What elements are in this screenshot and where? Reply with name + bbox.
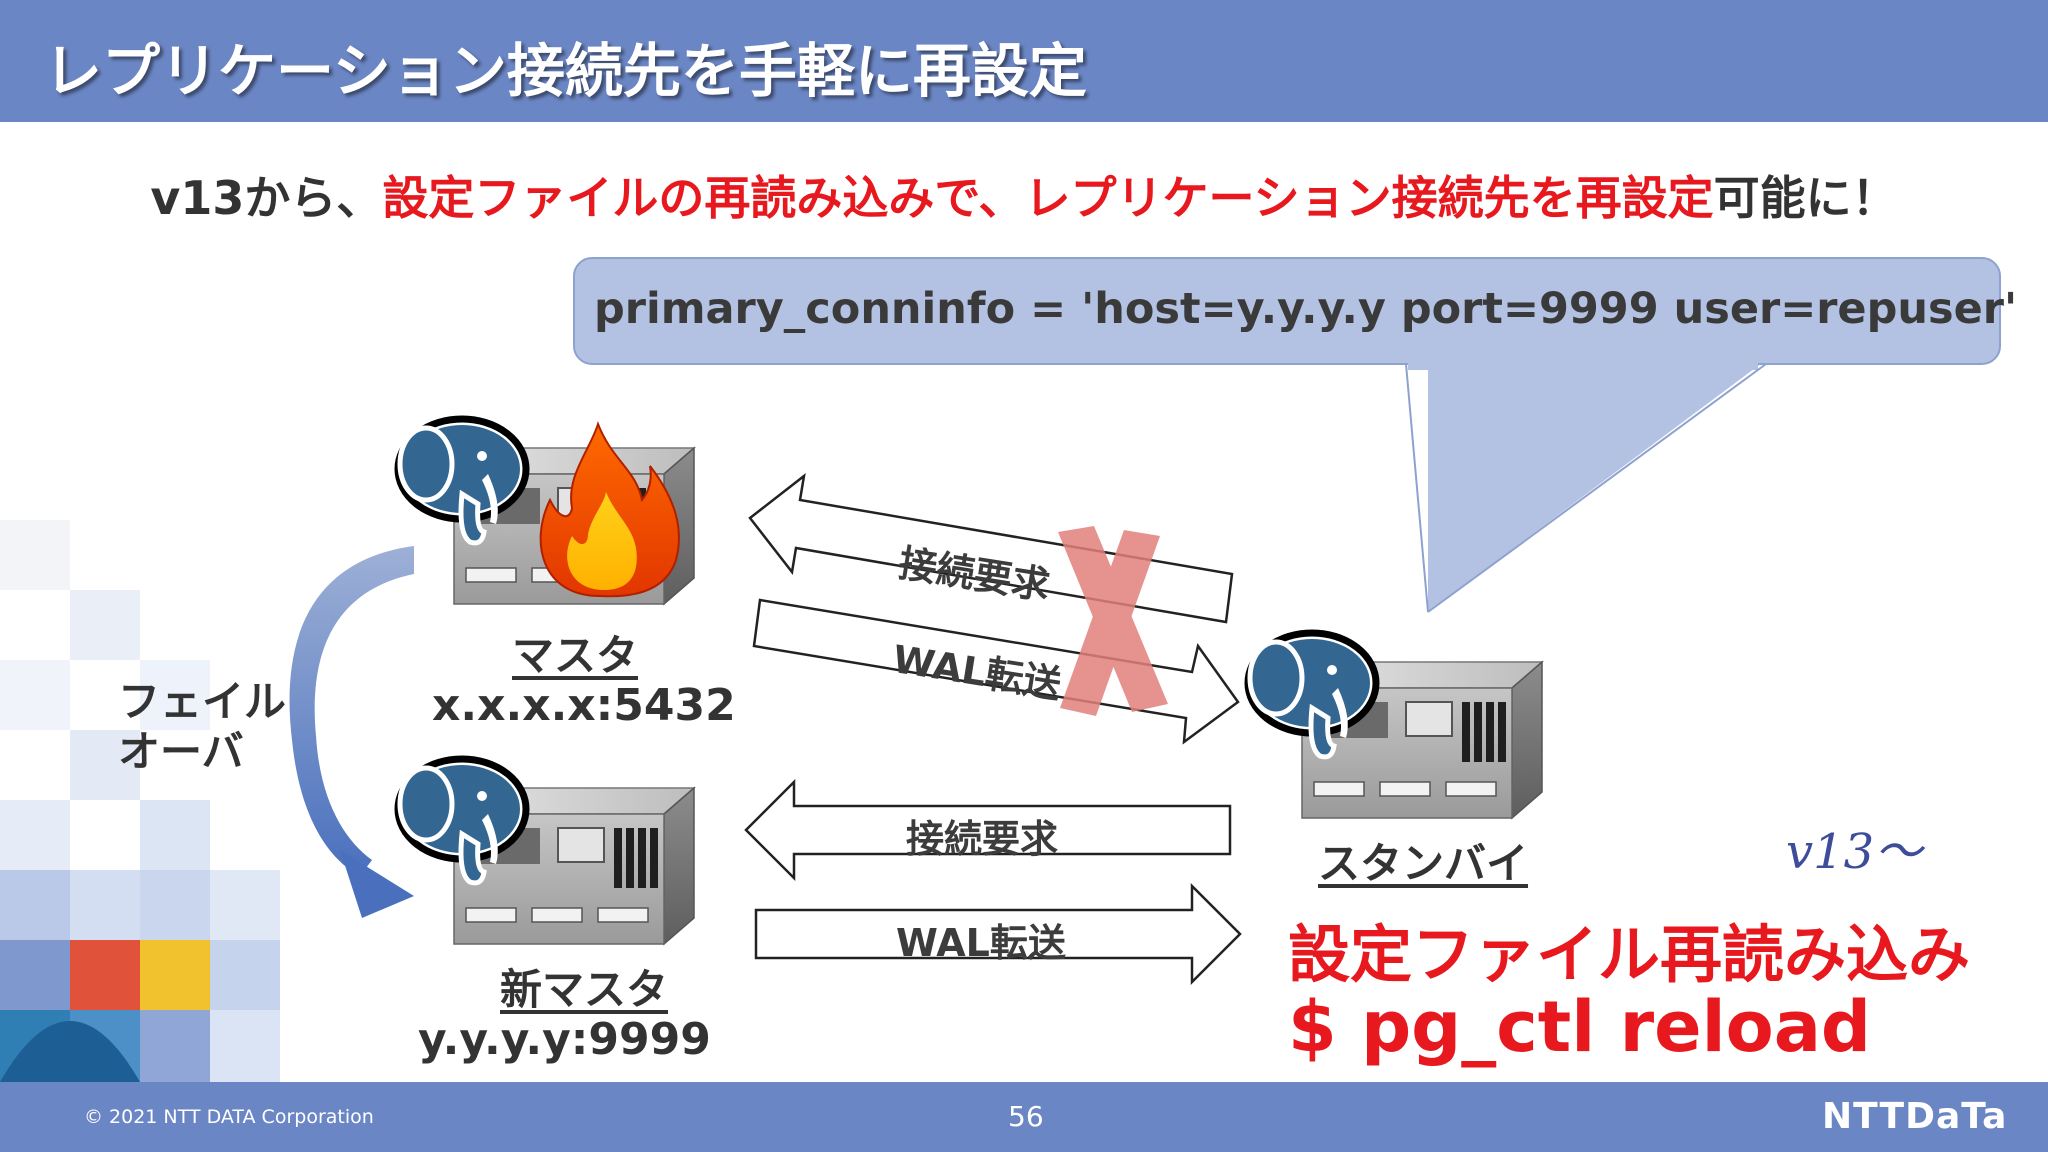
ntt-data-logo: NTTDaTa bbox=[1822, 1096, 2008, 1137]
footer-bar bbox=[0, 1082, 2048, 1152]
wal-transfer-arrow-top bbox=[752, 598, 1240, 745]
reload-title: 設定ファイル再読み込み bbox=[1288, 918, 1971, 991]
subtitle: v13から、設定ファイルの再読み込みで、レプリケーション接続先を再設定可能に！ bbox=[0, 162, 2048, 228]
wal-transfer-arrow-bottom bbox=[754, 882, 1242, 986]
page-title: レプリケーション接続先を手軽に再設定 bbox=[44, 37, 1087, 105]
fire-icon bbox=[539, 420, 680, 598]
cross-icon bbox=[1058, 526, 1168, 716]
subtitle-part1: v13から、 bbox=[150, 171, 383, 225]
reload-command: $ pg_ctl reload bbox=[1288, 986, 1872, 1068]
callout-text: primary_conninfo = 'host=y.y.y.y port=99… bbox=[594, 284, 2018, 334]
new-master-address: y.y.y.y:9999 bbox=[418, 1014, 711, 1065]
copyright-text: © 2021 NTT DATA Corporation bbox=[84, 1106, 374, 1128]
standby-label: スタンバイ bbox=[1318, 839, 1529, 888]
wal-transfer-label-bottom: WAL転送 bbox=[896, 921, 1066, 965]
failover-arrow bbox=[289, 546, 414, 918]
page-number: 56 bbox=[1008, 1100, 1044, 1133]
conn-request-arrow-bottom bbox=[744, 778, 1232, 882]
mosaic-decoration bbox=[0, 520, 280, 1082]
failover-label-line2: オーバ bbox=[118, 727, 244, 776]
version-label: v13〜 bbox=[1786, 824, 1923, 880]
conn-request-label-bottom: 接続要求 bbox=[906, 817, 1059, 861]
subtitle-part3: 可能に！ bbox=[1713, 171, 1898, 225]
header-bar bbox=[0, 0, 2048, 122]
master-label: マスタ bbox=[512, 631, 639, 680]
master-address: x.x.x.x:5432 bbox=[432, 680, 736, 731]
failover-label-line1: フェイル bbox=[118, 677, 287, 726]
subtitle-part2: 設定ファイルの再読み込みで、レプリケーション接続先を再設定 bbox=[382, 171, 1714, 225]
callout-balloon bbox=[573, 257, 2001, 613]
new-master-label: 新マスタ bbox=[500, 965, 669, 1014]
